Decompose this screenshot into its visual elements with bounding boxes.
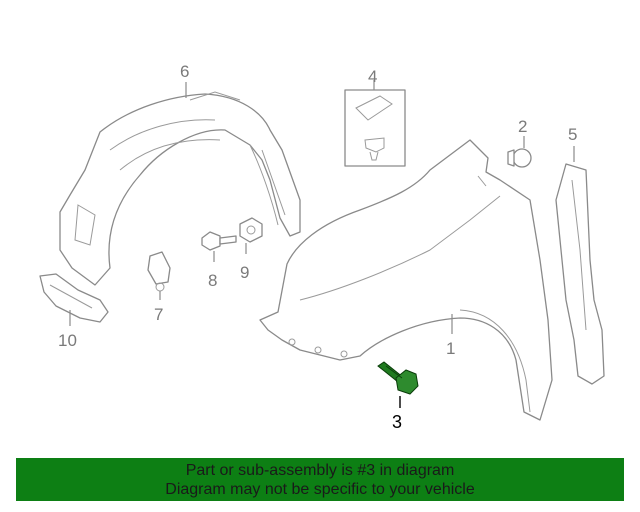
callout-10: 10 bbox=[58, 331, 77, 350]
clip-kit-part-4[interactable] bbox=[344, 89, 406, 167]
clip-nut-part-9[interactable] bbox=[239, 217, 263, 243]
front-fender-part-1[interactable] bbox=[259, 139, 553, 421]
banner-line-2: Diagram may not be specific to your vehi… bbox=[165, 481, 475, 498]
callout-5: 5 bbox=[568, 125, 577, 144]
callout-1: 1 bbox=[446, 339, 455, 358]
grommet-part-2[interactable] bbox=[507, 148, 532, 168]
banner-line-1: Part or sub-assembly is #3 in diagram bbox=[185, 462, 455, 479]
callout-6: 6 bbox=[180, 62, 189, 81]
callout-8: 8 bbox=[208, 271, 217, 290]
callout-9: 9 bbox=[240, 263, 249, 282]
bolt-part-3-highlighted[interactable] bbox=[377, 361, 419, 395]
callout-7: 7 bbox=[154, 305, 163, 324]
info-banner: Part or sub-assembly is #3 in diagram Di… bbox=[16, 458, 624, 501]
callout-2: 2 bbox=[518, 117, 527, 136]
callout-3: 3 bbox=[392, 412, 402, 432]
clip-part-7[interactable] bbox=[147, 251, 171, 292]
bolt-part-8[interactable] bbox=[201, 231, 237, 251]
callout-4: 4 bbox=[368, 67, 377, 86]
fender-liner-part-6[interactable] bbox=[59, 91, 301, 286]
side-bracket-part-5[interactable] bbox=[555, 163, 605, 385]
bracket-part-10[interactable] bbox=[39, 273, 109, 323]
